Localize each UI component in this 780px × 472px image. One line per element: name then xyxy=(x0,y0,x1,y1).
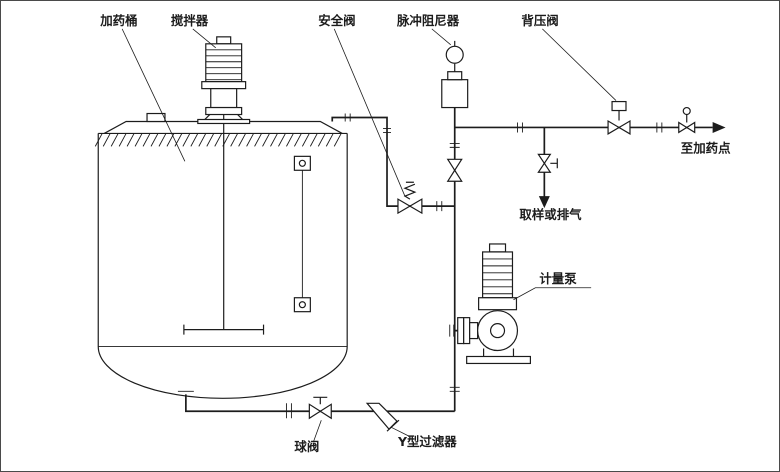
label-metering-pump: 计量泵 xyxy=(539,271,577,286)
y-strainer xyxy=(365,402,400,432)
damper-cap xyxy=(447,71,463,81)
label-safety-valve: 安全阀 xyxy=(318,13,355,28)
bpv-actuator xyxy=(611,100,627,112)
pipe-bottom-run xyxy=(185,394,455,413)
tank-dished-bottom xyxy=(97,346,348,399)
riser-valve xyxy=(446,158,463,182)
pump-motor-body xyxy=(482,251,514,299)
metering-pump xyxy=(457,243,531,365)
pump-base-plate xyxy=(466,355,531,365)
pump-head-plate-1 xyxy=(457,317,465,345)
leader-agitator xyxy=(192,28,216,49)
label-sample-or-vent: 取样或排气 xyxy=(519,207,582,222)
leader-y-strainer xyxy=(390,426,410,437)
agitator-gearbox xyxy=(210,88,238,109)
y-strainer-end-cap xyxy=(386,419,400,432)
ball-valve-handle xyxy=(313,396,328,405)
damper-body xyxy=(441,79,469,109)
agitator-coupling xyxy=(205,106,243,116)
sampling-valve xyxy=(537,153,558,173)
label-tank: 加药桶 xyxy=(99,13,137,28)
pump-neck xyxy=(469,322,479,340)
flow-arrow-right xyxy=(712,121,726,133)
leader-back-pressure-valve xyxy=(542,28,617,101)
leader-metering-pump xyxy=(513,287,592,301)
pump-motor-fins xyxy=(482,258,513,295)
tank-level-gauge xyxy=(293,155,311,313)
label-y-strainer: Y型过滤器 xyxy=(397,434,457,449)
flow-arrow-down xyxy=(538,196,550,209)
tank-rim-hatch xyxy=(94,133,342,147)
pipes xyxy=(185,107,713,413)
drain-ball-valve xyxy=(308,396,332,420)
pump-volute xyxy=(477,310,519,352)
leader-tank xyxy=(121,28,186,162)
flange-marks xyxy=(177,113,663,419)
pump-bracket xyxy=(478,297,518,311)
pump-motor-cap xyxy=(488,243,507,253)
pulse-damper xyxy=(441,40,469,109)
outlet-valve-handle xyxy=(682,106,691,116)
safety-valve xyxy=(397,181,423,215)
label-to-dosing-point: 至加药点 xyxy=(681,140,731,155)
sampling-valve-handle xyxy=(550,158,558,169)
agitator-motor-cap xyxy=(216,36,232,45)
label-back-pressure-valve: 背压阀 xyxy=(521,13,558,28)
labels: 加药桶 搅拌器 安全阀 脉冲阻尼器 背压阀 至加药点 取样或排气 计量泵 球阀 … xyxy=(99,13,731,454)
leader-safety-valve xyxy=(333,28,406,197)
agitator-motor-fins xyxy=(205,49,242,81)
label-agitator: 搅拌器 xyxy=(171,13,209,28)
agitator-flange xyxy=(201,81,247,90)
outlet-ball-valve xyxy=(678,106,696,134)
lid-nozzle xyxy=(146,112,166,123)
label-ball-valve: 球阀 xyxy=(294,439,319,454)
pipe-tank-to-riser xyxy=(331,116,455,207)
agitator-impeller xyxy=(183,324,265,335)
safety-valve-spring xyxy=(403,181,417,200)
back-pressure-valve xyxy=(607,100,631,135)
pump-head-plate-2 xyxy=(463,317,471,345)
leader-ball-valve xyxy=(312,420,322,443)
pump-legs xyxy=(483,348,515,357)
leader-pulse-damper xyxy=(431,28,451,46)
label-pulse-damper: 脉冲阻尼器 xyxy=(396,13,460,28)
agitator-base-plate xyxy=(197,118,251,125)
pressure-gauge xyxy=(445,45,464,64)
agitator xyxy=(183,36,265,335)
tank-walls xyxy=(97,133,348,347)
